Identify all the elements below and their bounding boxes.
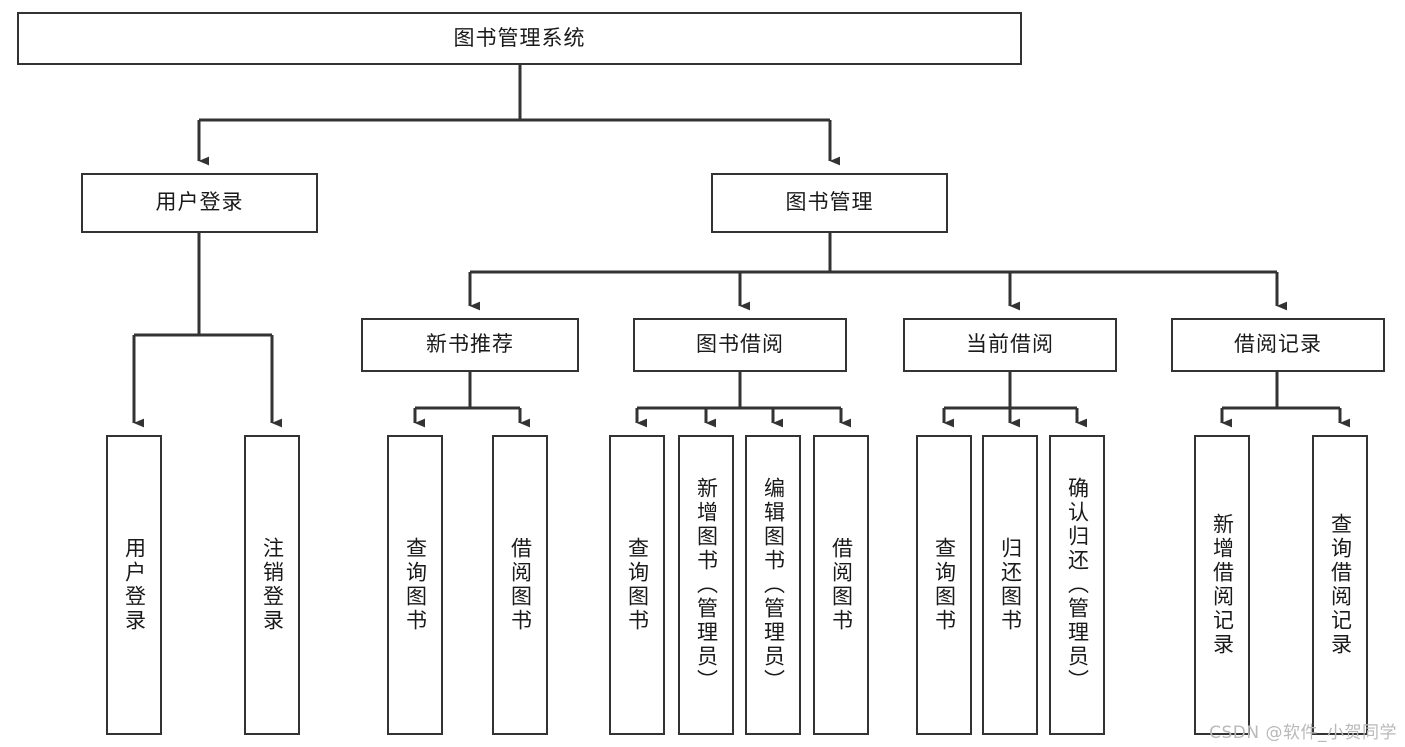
node-label: 新增借阅记录 (1210, 513, 1235, 657)
leaf-add-borrow-record[interactable]: 新增借阅记录 (1194, 435, 1250, 735)
node-label: 归还图书 (998, 537, 1023, 633)
leaf-query-book-recommend[interactable]: 查询图书 (387, 435, 443, 735)
node-label: 图书借阅 (696, 332, 784, 357)
leaf-borrow-book-recommend[interactable]: 借阅图书 (492, 435, 548, 735)
node-book-management[interactable]: 图书管理 (711, 173, 948, 233)
node-label: 新增图书（管理员） (694, 477, 719, 693)
leaf-query-book-current[interactable]: 查询图书 (916, 435, 972, 735)
leaf-user-login[interactable]: 用户登录 (106, 435, 162, 735)
node-book-borrow[interactable]: 图书借阅 (633, 318, 847, 372)
node-label: 查询图书 (932, 537, 957, 633)
node-root-system[interactable]: 图书管理系统 (17, 12, 1022, 65)
node-label: 新书推荐 (426, 332, 514, 357)
node-new-book-recommend[interactable]: 新书推荐 (361, 318, 579, 372)
node-label: 图书管理 (785, 190, 874, 215)
node-user-login[interactable]: 用户登录 (81, 173, 318, 233)
node-label: 借阅记录 (1234, 332, 1322, 357)
node-label: 确认归还（管理员） (1065, 477, 1090, 693)
leaf-query-book[interactable]: 查询图书 (609, 435, 665, 735)
node-label: 用户登录 (122, 537, 147, 633)
leaf-confirm-return-admin[interactable]: 确认归还（管理员） (1049, 435, 1105, 735)
node-label: 借阅图书 (829, 537, 854, 633)
node-current-borrow[interactable]: 当前借阅 (903, 318, 1117, 372)
node-borrow-records[interactable]: 借阅记录 (1171, 318, 1385, 372)
node-label: 图书管理系统 (453, 25, 586, 50)
node-label: 当前借阅 (966, 332, 1054, 357)
node-label: 查询图书 (625, 537, 650, 633)
node-label: 借阅图书 (508, 537, 533, 633)
leaf-borrow-book[interactable]: 借阅图书 (813, 435, 869, 735)
csdn-watermark: CSDN @软件_小贺同学 (1209, 723, 1397, 743)
leaf-query-borrow-record[interactable]: 查询借阅记录 (1312, 435, 1368, 735)
leaf-logout[interactable]: 注销登录 (244, 435, 300, 735)
node-label: 用户登录 (155, 190, 244, 215)
node-label: 注销登录 (260, 537, 285, 633)
leaf-edit-book-admin[interactable]: 编辑图书（管理员） (745, 435, 801, 735)
leaf-add-book-admin[interactable]: 新增图书（管理员） (678, 435, 734, 735)
node-label: 查询借阅记录 (1328, 513, 1353, 657)
node-label: 编辑图书（管理员） (761, 477, 786, 693)
node-label: 查询图书 (403, 537, 428, 633)
leaf-return-book[interactable]: 归还图书 (982, 435, 1038, 735)
